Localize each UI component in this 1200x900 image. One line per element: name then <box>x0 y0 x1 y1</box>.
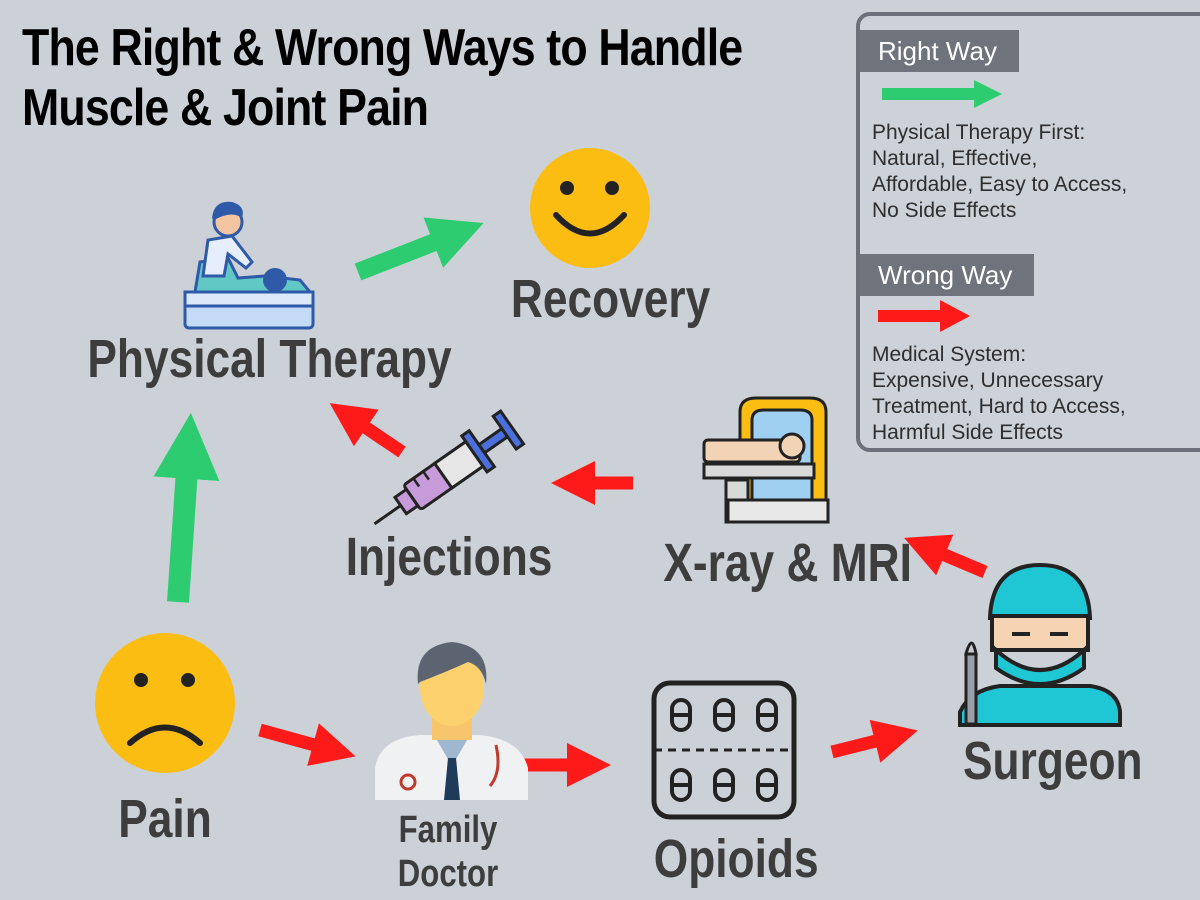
legend-right-header: Right Way <box>860 30 1019 72</box>
label-xray-mri: X-ray & MRI <box>663 533 912 593</box>
doctor-icon <box>375 642 528 800</box>
legend-red-arrow <box>878 300 970 332</box>
arrow-injections-to-therapy <box>329 403 406 458</box>
label-family-doctor-line-2: Doctor <box>397 853 499 895</box>
surgeon-icon <box>958 562 1122 727</box>
label-surgeon: Surgeon <box>963 731 1143 791</box>
legend-green-arrow <box>882 80 1002 108</box>
arrow-pain-to-doctor <box>258 723 356 766</box>
sad-face-icon <box>95 633 235 773</box>
label-injections: Injections <box>345 527 553 587</box>
label-recovery: Recovery <box>510 269 711 329</box>
smiley-face-icon <box>530 148 650 268</box>
arrow-therapy-to-recovery <box>354 217 484 281</box>
legend-wrong-header: Wrong Way <box>860 254 1035 296</box>
legend-wrong-text: Medical System: Expensive, Unnecessary T… <box>872 343 1126 444</box>
label-physical-therapy: Physical Therapy <box>87 329 452 389</box>
mri-scanner-icon <box>702 396 830 524</box>
pill-pack-icon <box>651 680 797 820</box>
title-line-2: Muscle & Joint Pain <box>22 79 429 137</box>
legend-panel: Right Way Physical Therapy First: Natura… <box>856 12 1200 452</box>
label-family-doctor: Family Doctor <box>391 808 506 896</box>
arrow-pain-to-therapy <box>153 412 220 603</box>
arrow-opioids-to-surgeon <box>830 719 918 763</box>
page-title: The Right & Wrong Ways to Handle Muscle … <box>22 18 743 138</box>
therapist-icon <box>183 201 315 330</box>
legend-right-text: Physical Therapy First: Natural, Effecti… <box>872 121 1128 222</box>
syringe-icon <box>373 409 526 526</box>
label-opioids: Opioids <box>653 829 819 889</box>
label-pain: Pain <box>118 789 212 849</box>
label-family-doctor-line-1: Family <box>398 809 498 851</box>
arrow-surgeon-to-xray <box>904 534 988 578</box>
title-line-1: The Right & Wrong Ways to Handle <box>22 19 743 77</box>
